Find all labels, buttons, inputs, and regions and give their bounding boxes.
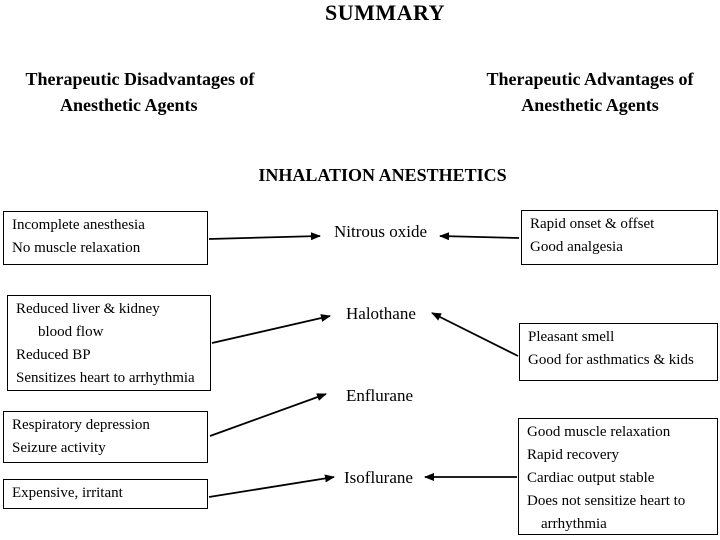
agent-enflurane: Enflurane [346, 386, 414, 405]
nitrous-oxide-advantages-box: Rapid onset & offset Good analgesia [521, 210, 718, 265]
agent-halothane: Halothane [346, 304, 416, 323]
agent-nitrous-oxide: Nitrous oxide [334, 222, 428, 241]
advantages-header-line-1: Therapeutic Advantages of [486, 69, 694, 89]
halothane-disadvantage-1-cont: blood flow [38, 324, 104, 340]
isoflurane-advantages-box: Good muscle relaxation Rapid recovery Ca… [518, 418, 718, 535]
halothane-advantages-box: Pleasant smell Good for asthmatics & kid… [519, 323, 718, 381]
page-title: SUMMARY [324, 0, 446, 25]
arrow-halothane-disadvantage [211, 314, 331, 344]
isoflurane-advantage-3: Cardiac output stable [527, 470, 655, 486]
halothane-disadvantage-2: Reduced BP [16, 347, 91, 363]
isoflurane-advantage-2: Rapid recovery [527, 447, 620, 463]
arrow-enflurane-disadvantage [209, 393, 327, 437]
isoflurane-advantage-4: Does not sensitize heart to [527, 493, 686, 509]
disadvantages-header: Therapeutic Disadvantages of Anesthetic … [20, 66, 260, 118]
enflurane-disadvantage-2: Seizure activity [12, 440, 106, 456]
enflurane-disadvantage-1: Respiratory depression [12, 417, 150, 433]
nitrous-oxide-advantage-1: Rapid onset & offset [530, 216, 655, 232]
agent-isoflurane: Isoflurane [344, 468, 413, 487]
nitrous-oxide-advantage-2: Good analgesia [530, 239, 623, 255]
halothane-disadvantages-box: Reduced liver & kidney blood flow Reduce… [7, 295, 211, 391]
enflurane-disadvantages-box: Respiratory depression Seizure activity [3, 411, 208, 463]
halothane-disadvantage-3: Sensitizes heart to arrhythmia [16, 370, 195, 386]
isoflurane-advantage-1: Good muscle relaxation [527, 424, 671, 440]
nitrous-oxide-disadvantages-box: Incomplete anesthesia No muscle relaxati… [3, 211, 208, 265]
arrow-nitrous-oxide-disadvantage [208, 232, 321, 241]
advantages-header-line-2: Anesthetic Agents [521, 95, 659, 115]
isoflurane-disadvantages-box: Expensive, irritant [3, 479, 208, 509]
halothane-advantage-1: Pleasant smell [528, 329, 615, 345]
isoflurane-disadvantage-1: Expensive, irritant [12, 485, 123, 501]
halothane-advantage-2: Good for asthmatics & kids [528, 352, 694, 368]
nitrous-oxide-disadvantage-2: No muscle relaxation [12, 240, 141, 256]
arrow-nitrous-oxide-advantage [439, 232, 520, 241]
advantages-header: Therapeutic Advantages of Anesthetic Age… [475, 66, 705, 118]
nitrous-oxide-disadvantage-1: Incomplete anesthesia [12, 217, 145, 233]
section-title: INHALATION ANESTHETICS [258, 165, 507, 185]
arrow-isoflurane-disadvantage [208, 474, 335, 498]
arrow-halothane-advantage [431, 312, 519, 357]
disadvantages-header-line-1: Therapeutic Disadvantages of [25, 69, 255, 89]
disadvantages-header-line-2: Anesthetic Agents [60, 95, 198, 115]
isoflurane-advantage-4-cont: arrhythmia [541, 516, 607, 532]
halothane-disadvantage-1: Reduced liver & kidney [16, 301, 160, 317]
